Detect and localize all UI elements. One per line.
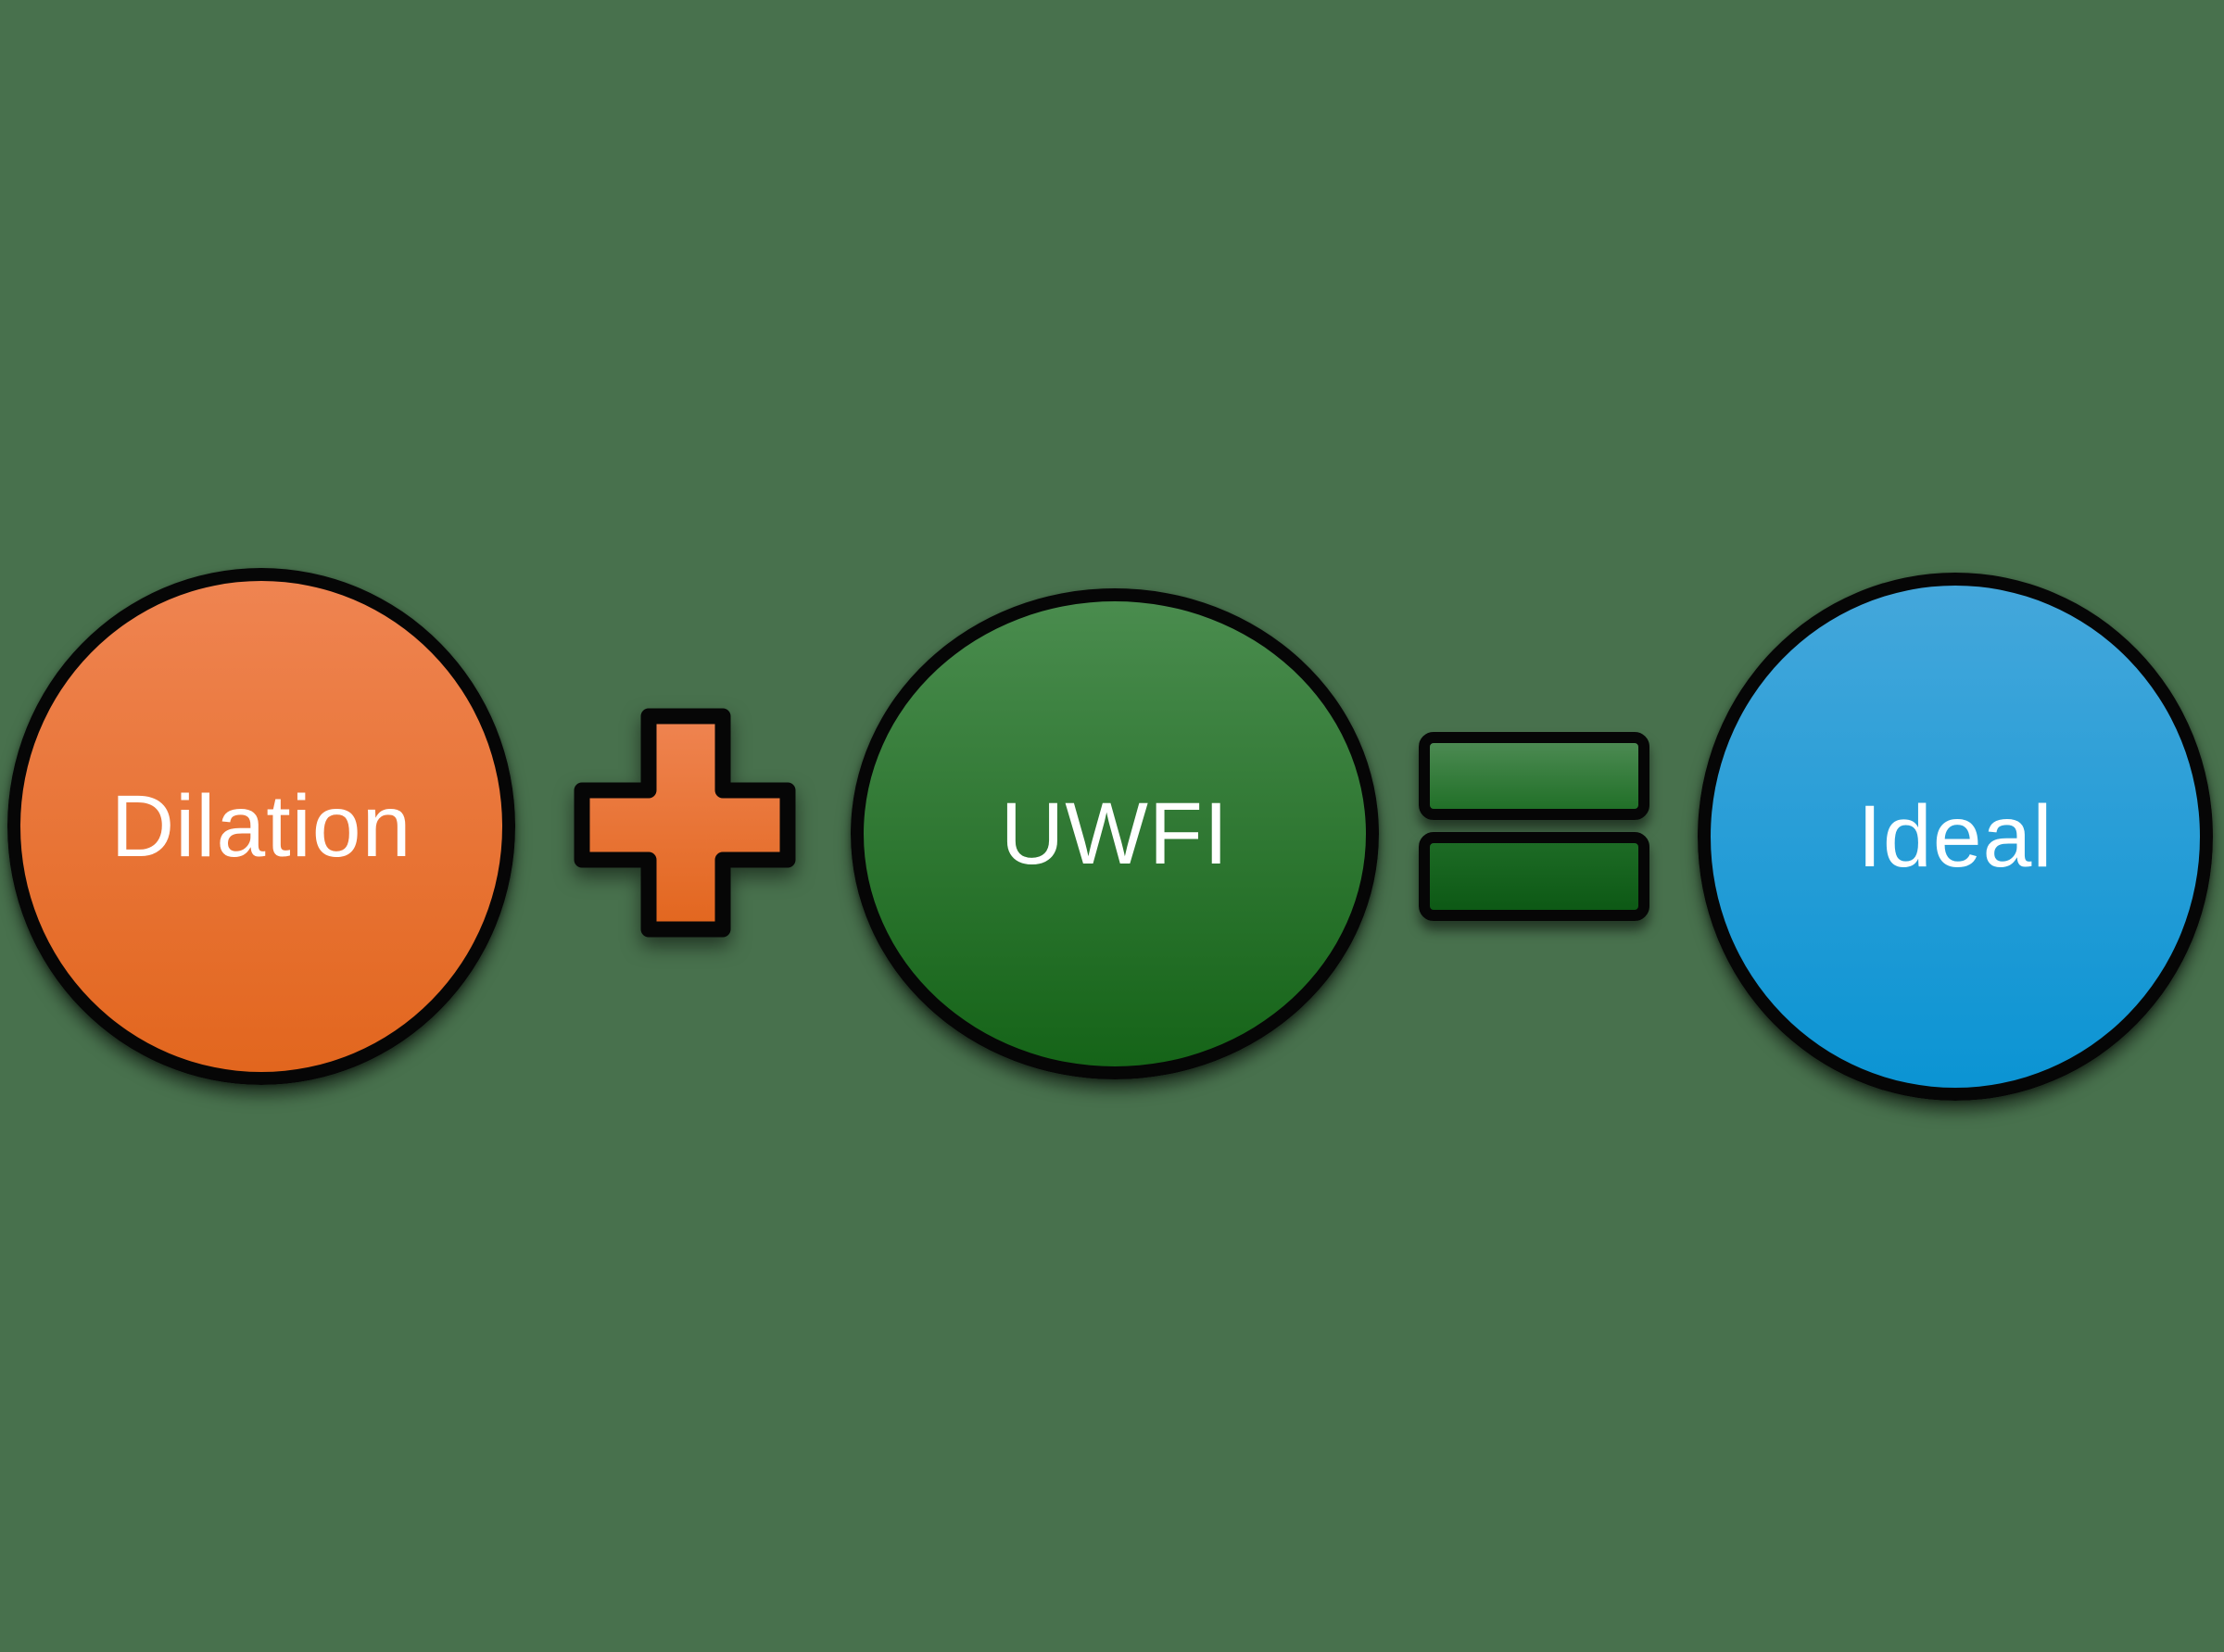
node-uwfi-label: UWFI: [1000, 784, 1230, 883]
equals-top-bar: [1419, 732, 1649, 820]
equals-bottom-bar: [1419, 832, 1649, 921]
node-ideal-label: Ideal: [1857, 787, 2053, 886]
node-dilation: Dilation: [7, 568, 515, 1085]
equals-icon: [1419, 732, 1649, 921]
node-ideal: Ideal: [1698, 573, 2213, 1101]
plus-icon: [574, 708, 796, 938]
node-uwfi: UWFI: [851, 588, 1379, 1079]
node-dilation-label: Dilation: [110, 776, 412, 876]
